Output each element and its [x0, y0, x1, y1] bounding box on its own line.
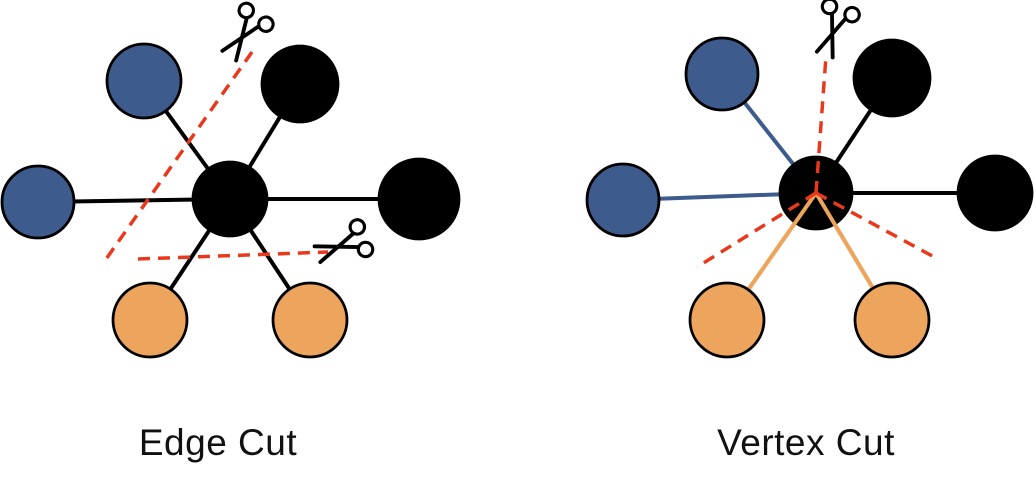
graph-node: [688, 281, 766, 359]
graph-node: [377, 157, 461, 241]
scissors-icon: [312, 218, 375, 265]
graph-edge-overlay: [747, 191, 818, 290]
edge-cut-caption: Edge Cut: [138, 422, 298, 463]
graph-node: [853, 281, 931, 359]
graph-edge-overlay: [814, 191, 874, 289]
graph-node: [0, 164, 76, 240]
graph-node: [956, 154, 1034, 232]
graph-node: [585, 162, 661, 238]
graph-node: [271, 281, 349, 359]
scissors-icon: [220, 1, 275, 63]
cut-line: [696, 191, 817, 269]
center-node: [191, 160, 269, 238]
graph-node: [260, 44, 340, 124]
graph-node: [111, 281, 189, 359]
vertex-cut-diagram: [585, 0, 1034, 359]
graph-node: [852, 38, 932, 118]
cut-line: [137, 250, 329, 261]
graph-node: [684, 36, 760, 112]
edge-cut-diagram: [0, 1, 461, 359]
cut-line: [814, 55, 828, 194]
vertex-cut-caption: Vertex Cut: [717, 422, 895, 463]
cut-line: [102, 50, 254, 264]
scissors-icon: [814, 0, 861, 60]
graph-node: [105, 42, 183, 120]
cut-line: [815, 191, 937, 260]
